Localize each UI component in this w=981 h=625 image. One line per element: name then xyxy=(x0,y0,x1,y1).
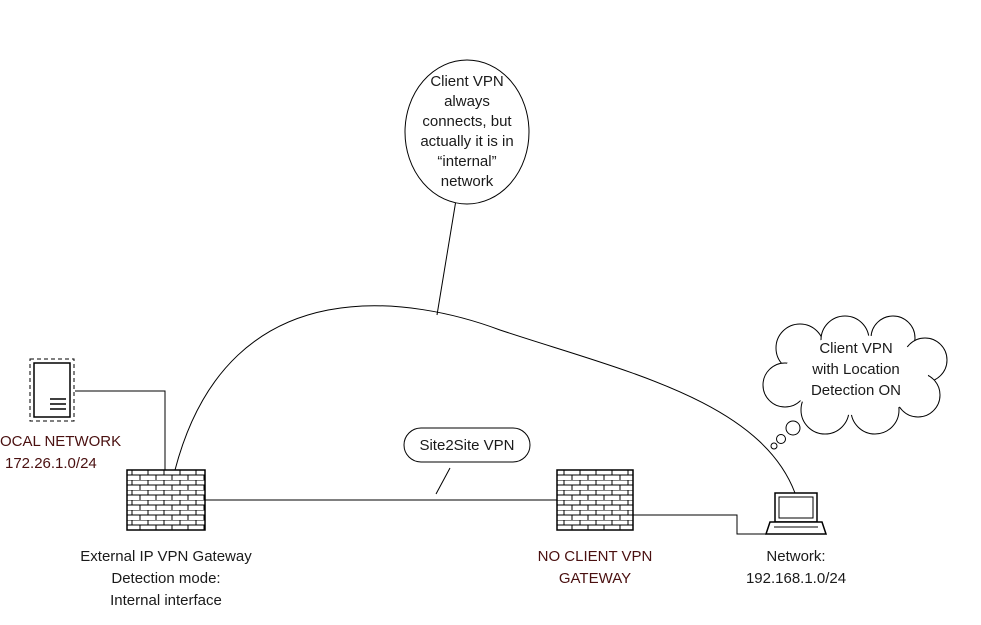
firewall-icon xyxy=(126,469,206,531)
site2site-callout-pointer xyxy=(435,467,451,495)
location-detection-cloud-text: Client VPN with Location Detection ON xyxy=(811,340,901,399)
network-label-line: 192.168.1.0/24 xyxy=(746,570,846,587)
no-client-gateway-label: NO CLIENT VPN GATEWAY xyxy=(538,548,653,587)
internal-network-callout xyxy=(404,59,530,205)
site2site-label: Site2Site VPN xyxy=(419,437,514,454)
server-icon xyxy=(29,358,75,422)
callout-line: actually it is in xyxy=(420,133,513,150)
external-gateway-label: External IP VPN Gateway Detection mode: … xyxy=(80,548,252,609)
local-network-subnet: 172.26.1.0/24 xyxy=(5,455,97,472)
network-label-line: Network: xyxy=(766,548,825,565)
local-network-label: OCAL NETWORK 172.26.1.0/24 xyxy=(0,433,121,472)
callout-line: always xyxy=(444,93,490,110)
thought-bubbles xyxy=(770,420,801,450)
cloud-line: Detection ON xyxy=(811,382,901,399)
gateway-label-line: External IP VPN Gateway xyxy=(80,548,252,565)
site2site-callout xyxy=(403,427,531,463)
server-to-gateway-link xyxy=(75,390,166,470)
callout-line: Client VPN xyxy=(430,73,503,90)
internal-network-callout-text: Client VPN always connects, but actually… xyxy=(420,73,513,190)
client-vpn-tunnel-arc xyxy=(174,305,796,494)
internal-callout-pointer xyxy=(436,199,457,316)
gateway-label-line: NO CLIENT VPN xyxy=(538,548,653,565)
callout-line: connects, but xyxy=(422,113,512,130)
gateway-label-line: Detection mode: xyxy=(111,570,220,587)
firewall-icon xyxy=(556,469,634,531)
gateway-label-line: GATEWAY xyxy=(559,570,631,587)
local-network-name: OCAL NETWORK xyxy=(0,433,121,450)
callout-line: network xyxy=(441,173,494,190)
callout-line: “internal” xyxy=(437,153,496,170)
laptop-network-label: Network: 192.168.1.0/24 xyxy=(746,548,846,587)
cloud-line: with Location xyxy=(811,361,900,378)
gateway-label-line: Internal interface xyxy=(110,592,222,609)
location-detection-cloud xyxy=(762,315,948,435)
cloud-line: Client VPN xyxy=(819,340,892,357)
laptop-icon xyxy=(764,492,828,535)
